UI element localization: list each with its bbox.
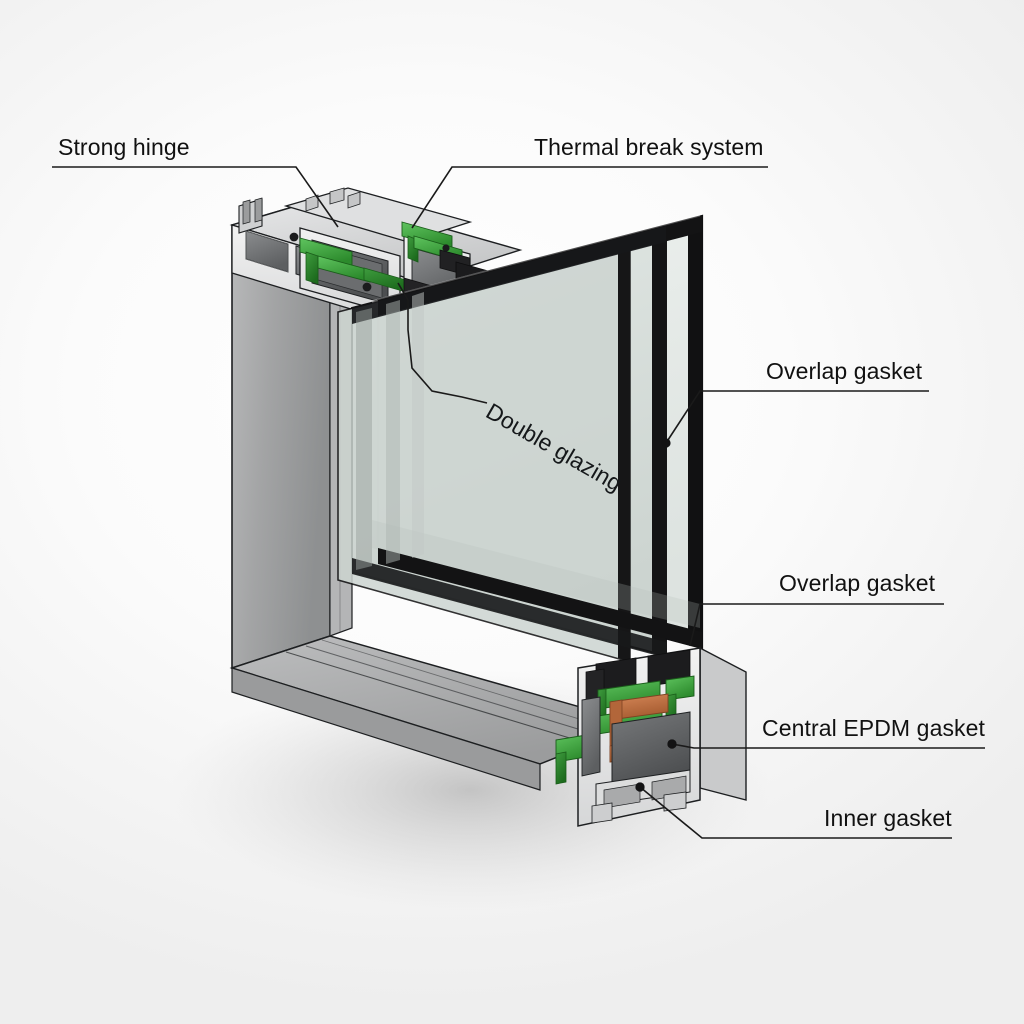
callout-leader-lines [52, 166, 985, 839]
callout-label-inner-gasket: Inner gasket [824, 805, 952, 831]
callout-dot-inner-gasket [635, 782, 645, 792]
callout-label-overlap-gasket-top: Overlap gasket [766, 358, 923, 384]
callout-label-central-epdm-gasket: Central EPDM gasket [762, 715, 986, 741]
callout-leader-strong-hinge [274, 166, 339, 228]
callout-label-overlap-gasket-lower: Overlap gasket [779, 570, 936, 596]
callout-dot-central-epdm-gasket [667, 739, 677, 749]
bottom-profile-cut-section [555, 645, 747, 827]
callout-leader-central-epdm-gasket [671, 743, 716, 749]
callout-label-strong-hinge: Strong hinge [58, 134, 190, 160]
top-profile-cut-section [229, 187, 523, 331]
callout-leader-overlap-gasket-low [689, 603, 718, 647]
callout-leader-inner-gasket [639, 786, 733, 839]
callout-label-thermal-break-system: Thermal break system [534, 134, 764, 160]
callout-leader-overlap-gasket-top [665, 390, 717, 444]
callout-dot-overlap-gasket-top [661, 438, 671, 448]
double-glazing-unit [337, 214, 704, 664]
callout-leader-thermal-break [411, 166, 467, 229]
callout-leader-double-glazing [397, 282, 488, 404]
